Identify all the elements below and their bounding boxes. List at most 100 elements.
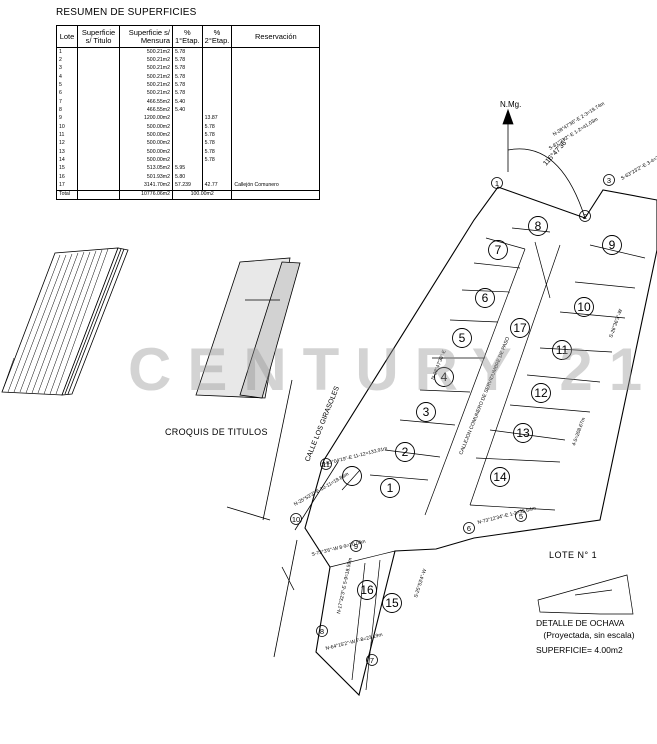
cell-etapa-2 [201, 73, 233, 82]
cell-etapa-2 [201, 56, 233, 65]
lot-number-17: 17 [513, 321, 527, 335]
cell-etapa-1 [172, 156, 203, 165]
ochava-detail [537, 574, 634, 615]
cell-lote: 9 [56, 114, 78, 124]
col-etapa-1: % 1°Etap. [172, 25, 203, 48]
cell-lote: 3 [56, 64, 78, 74]
lot-lines-south [329, 550, 396, 691]
cell-sup-titulo [77, 131, 120, 140]
cell-etapa-1: 5.95 [172, 164, 203, 174]
cell-etapa-1 [172, 148, 203, 157]
cell-sup-mensura: 500.21m2 [119, 89, 173, 99]
cell-sup-mensura: 513.05m2 [119, 164, 173, 174]
lot-number-7: 7 [495, 243, 502, 257]
vertex-11: 11 [322, 460, 330, 469]
col-sup-titulo: Superficie s/ Titulo [77, 25, 120, 48]
cell-lote: 2 [56, 56, 78, 65]
lot-number-1: 1 [387, 481, 394, 495]
vertex-10: 10 [292, 515, 300, 524]
bearing-label: N-64°15'2"-W 7-8=23.19m [325, 632, 383, 652]
cell-sup-titulo [77, 106, 120, 115]
vertex-7: 7 [370, 656, 374, 665]
parcel-boundary [304, 186, 657, 697]
cell-sup-titulo [77, 56, 120, 65]
cell-sup-titulo [77, 148, 120, 157]
titulo-sketch-left [1, 247, 129, 396]
cell-etapa-1: 5.78 [172, 47, 203, 57]
cell-sup-mensura: 3141.70m2 [119, 181, 173, 191]
total-empty [77, 189, 120, 201]
vertex-2: 2 [583, 212, 587, 221]
detail-subcaption: (Proyectada, sin escala) [543, 630, 635, 640]
cell-etapa-2 [201, 89, 233, 99]
cell-reservacion [231, 89, 321, 99]
cell-reservacion [231, 56, 321, 65]
cell-reservacion [231, 114, 321, 124]
lot-number-14: 14 [493, 470, 507, 484]
cell-sup-mensura: 500.00m2 [119, 148, 173, 157]
cell-etapa-1: 5.80 [172, 173, 203, 182]
lot-number-6: 6 [482, 291, 489, 305]
cell-sup-titulo [77, 156, 120, 165]
lot-number-3: 3 [423, 405, 430, 419]
cell-etapa-2 [201, 106, 233, 115]
vertex-5: 5 [519, 512, 523, 521]
lot-number-4: 4 [441, 370, 448, 384]
cell-etapa-1: 5.78 [172, 89, 203, 99]
titulo-sketch-middle [195, 257, 301, 399]
cell-lote: 5 [56, 81, 78, 90]
cell-lote: 12 [56, 139, 78, 149]
detail-title: LOTE N° 1 [549, 550, 598, 560]
cell-etapa-2: 5.78 [201, 131, 233, 140]
cell-sup-mensura: 1200.00m2 [119, 114, 173, 124]
cell-reservacion [231, 156, 321, 165]
cell-etapa-2 [201, 164, 233, 174]
cell-lote: 11 [56, 131, 78, 140]
cell-etapa-2: 5.78 [201, 139, 233, 149]
cell-reservacion [231, 131, 321, 140]
cell-sup-mensura: 500.21m2 [119, 47, 173, 57]
cell-reservacion [231, 64, 321, 74]
vertex-3: 3 [607, 176, 611, 185]
vertex-9: 9 [354, 542, 358, 551]
cell-etapa-1: 5.40 [172, 106, 203, 115]
cell-etapa-2 [201, 47, 233, 57]
cell-sup-mensura: 500.00m2 [119, 123, 173, 132]
col-reservacion: Reservación [231, 25, 321, 48]
cell-etapa-1 [172, 114, 203, 124]
total-mensura: 10776.06m2 [119, 189, 173, 201]
lot-markers [342, 216, 622, 613]
cell-sup-mensura: 500.00m2 [119, 131, 173, 140]
cell-lote: 14 [56, 156, 78, 165]
cell-etapa-2 [201, 64, 233, 74]
cell-sup-mensura: 500.21m2 [119, 56, 173, 65]
cell-sup-titulo [77, 98, 120, 107]
bearing-label: 4-5=208.67m [571, 417, 587, 447]
cell-etapa-1: 57.239 [172, 181, 203, 191]
cell-sup-titulo [77, 47, 120, 57]
col-etapa-2: % 2°Etap. [201, 25, 233, 48]
cell-reservacion: Callejón Comunero [231, 181, 321, 191]
north-label: N.Mg. [500, 100, 521, 109]
lot-number-2: 2 [402, 445, 409, 459]
cell-reservacion [231, 106, 321, 115]
vertex-8: 8 [320, 627, 324, 636]
cell-lote: 8 [56, 106, 78, 115]
table-header-row: Lote Superficie s/ Titulo Superficie s/ … [56, 25, 321, 48]
vertex-6: 6 [467, 524, 471, 533]
bearing-label: N-73°12'34"-E 1-2=35.64m [477, 506, 537, 526]
total-label: Total [56, 189, 78, 201]
cell-sup-mensura: 500.21m2 [119, 64, 173, 74]
lot-number-12: 12 [534, 386, 548, 400]
cell-etapa-2: 5.78 [201, 148, 233, 157]
lot-number-16: 16 [360, 583, 374, 597]
cell-lote: 15 [56, 164, 78, 174]
cell-sup-mensura: 466.55m2 [119, 106, 173, 115]
